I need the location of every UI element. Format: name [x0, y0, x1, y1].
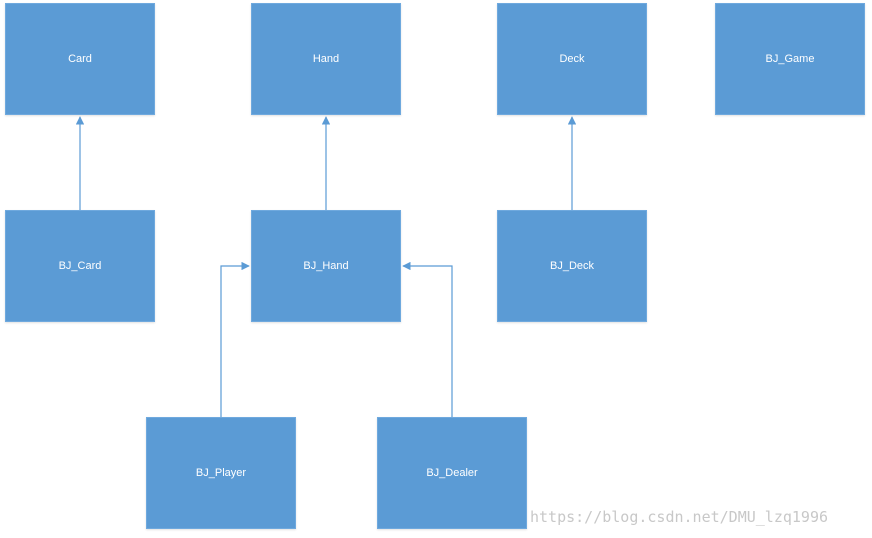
- node-hand-label: Hand: [312, 53, 340, 65]
- node-deck[interactable]: Deck: [497, 3, 647, 115]
- watermark-text: https://blog.csdn.net/DMU_lzq1996: [530, 508, 829, 526]
- node-bj-card-label: BJ_Card: [58, 260, 102, 272]
- edge-bjplayer-to-bjhand: [220, 261, 250, 417]
- node-bj-player[interactable]: BJ_Player: [146, 417, 296, 529]
- node-card-label: Card: [68, 53, 92, 65]
- node-hand[interactable]: Hand: [251, 3, 401, 115]
- node-bj-deck-label: BJ_Deck: [549, 260, 595, 272]
- node-bj-hand[interactable]: BJ_Hand: [251, 210, 401, 322]
- node-bj-card[interactable]: BJ_Card: [5, 210, 155, 322]
- node-bj-dealer-label: BJ_Dealer: [426, 467, 478, 479]
- node-card[interactable]: Card: [5, 3, 155, 115]
- node-bj-game[interactable]: BJ_Game: [715, 3, 865, 115]
- node-bj-deck[interactable]: BJ_Deck: [497, 210, 647, 322]
- node-bj-game-label: BJ_Game: [765, 53, 815, 65]
- node-deck-label: Deck: [559, 53, 585, 65]
- node-bj-player-label: BJ_Player: [195, 467, 247, 479]
- node-bj-dealer[interactable]: BJ_Dealer: [377, 417, 527, 529]
- node-bj-hand-label: BJ_Hand: [303, 260, 349, 272]
- edge-bjdealer-to-bjhand: [402, 261, 453, 417]
